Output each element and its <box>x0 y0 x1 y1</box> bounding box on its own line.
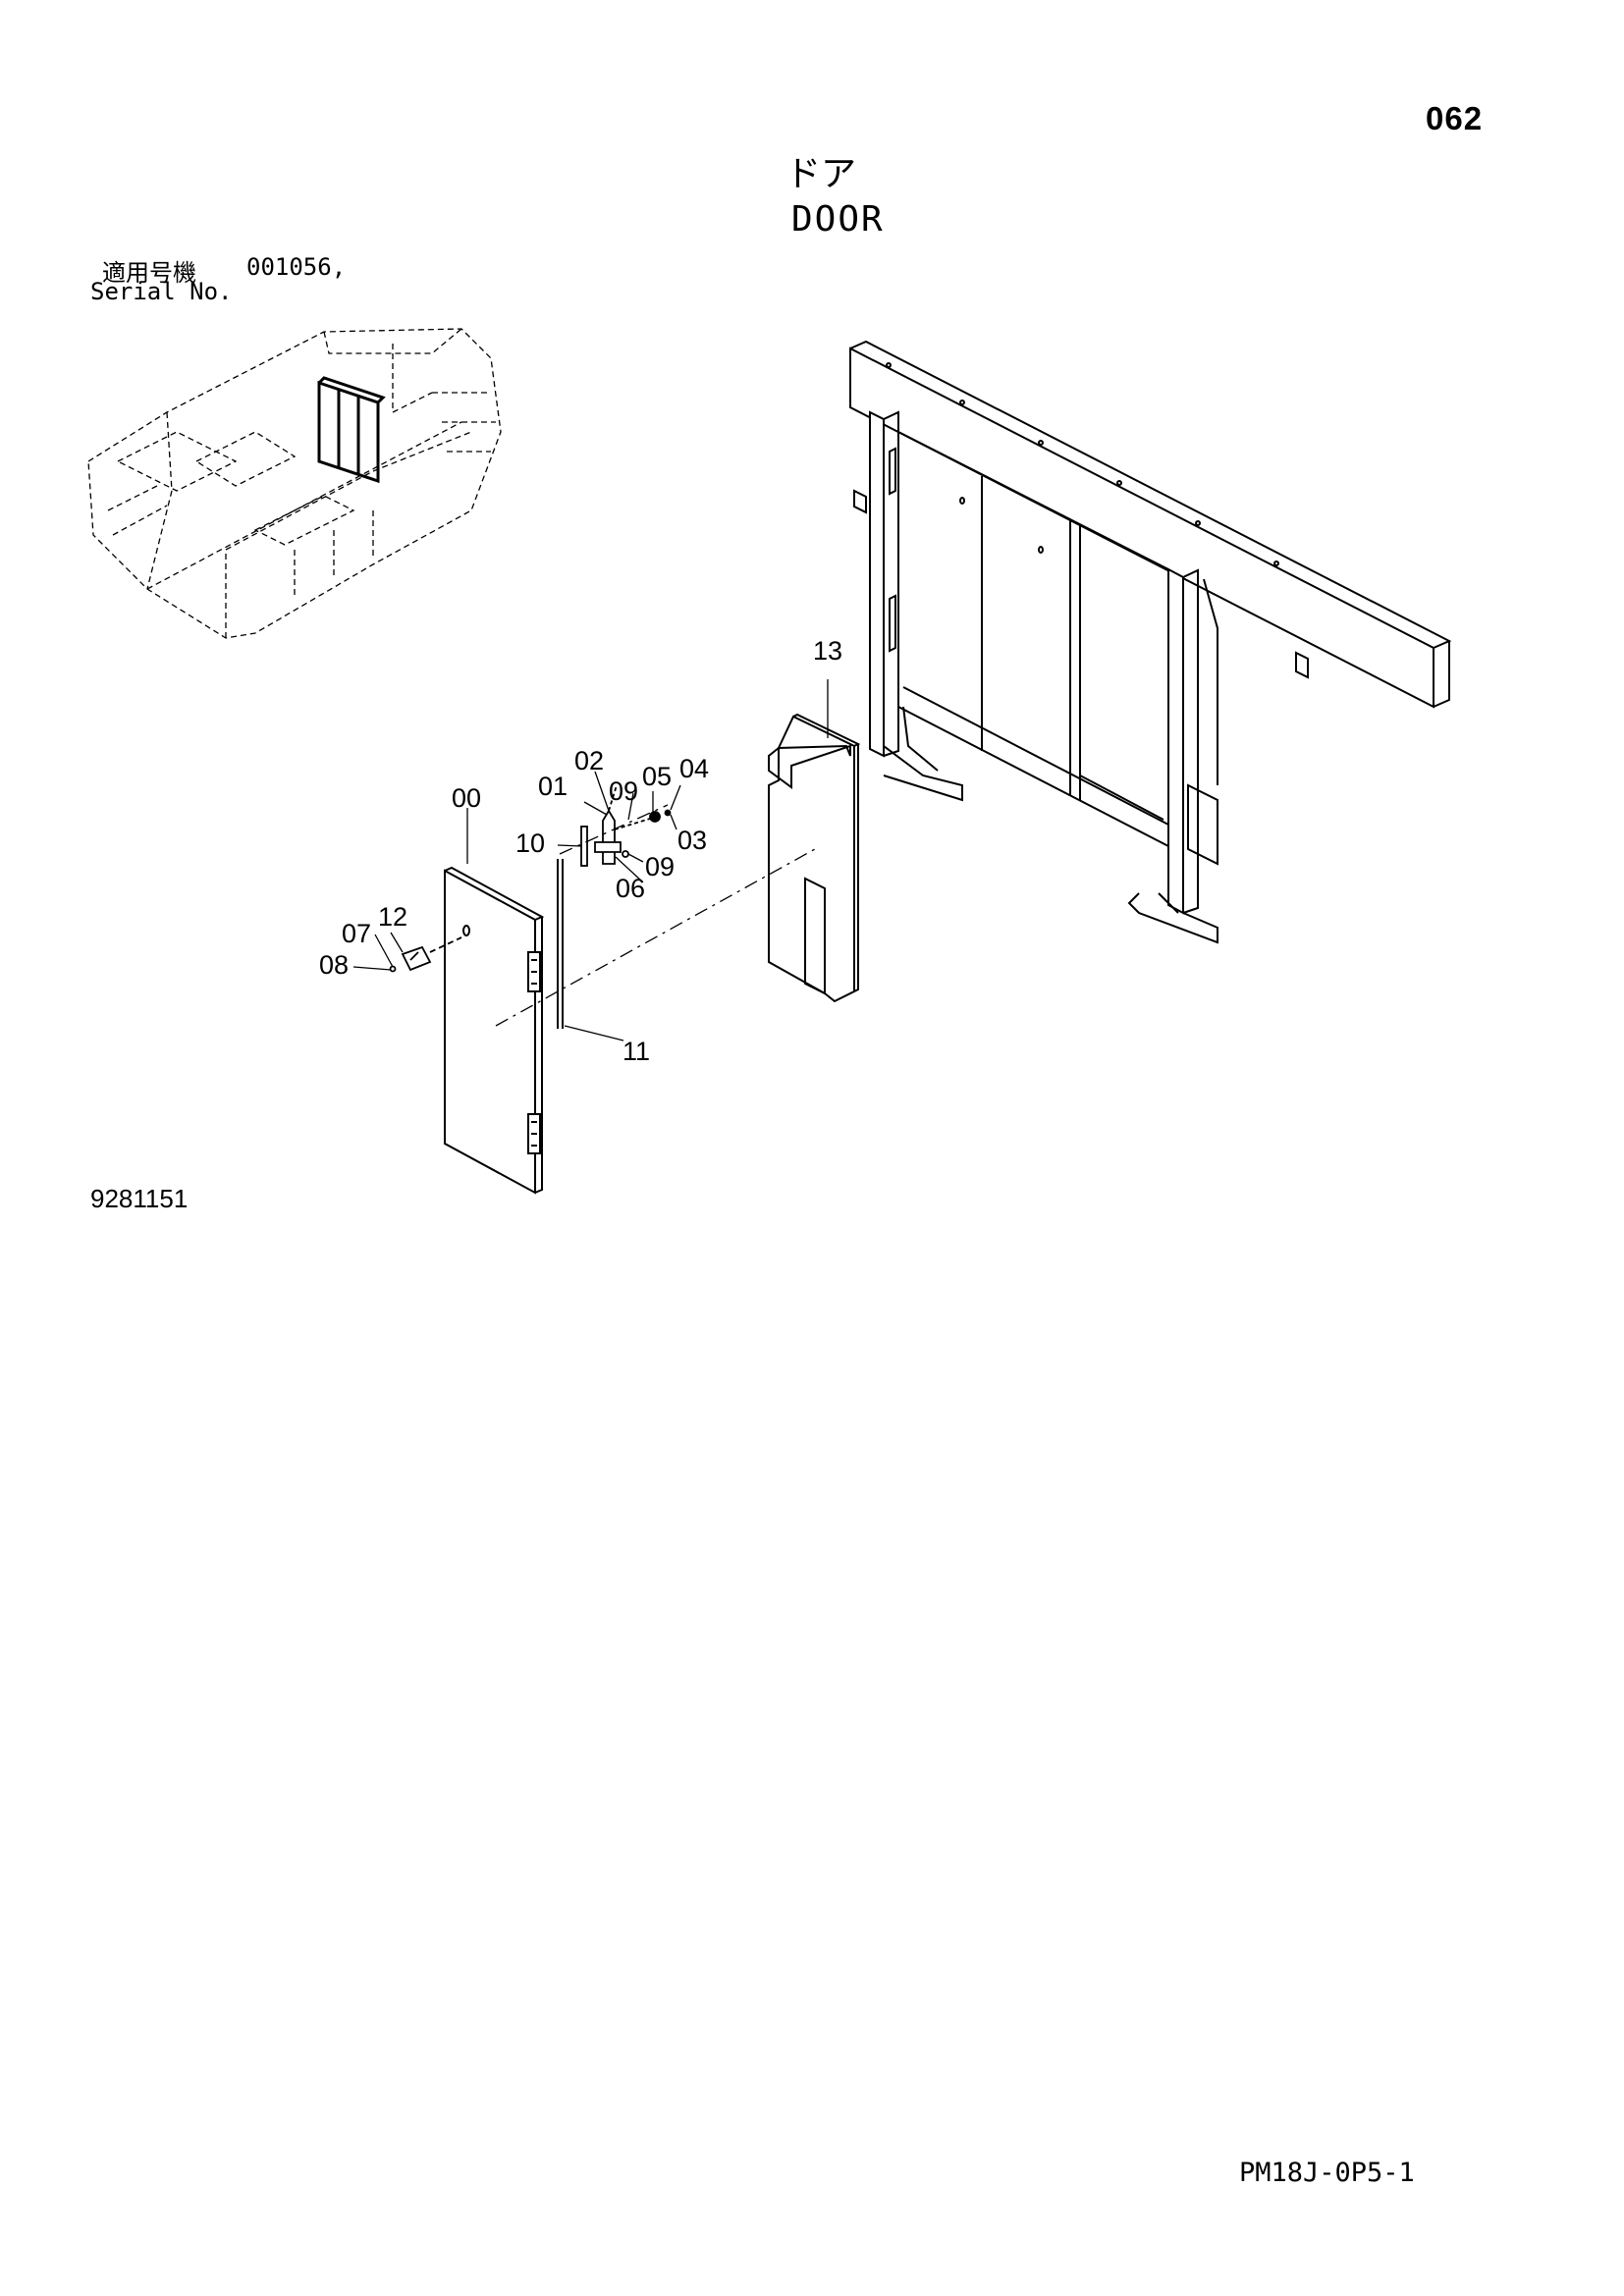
callout-10: 10 <box>515 828 545 858</box>
door-panel <box>444 866 545 1195</box>
callout-06: 06 <box>616 874 645 903</box>
callout-11: 11 <box>623 1037 650 1066</box>
callout-05: 05 <box>642 762 672 791</box>
callout-02: 02 <box>574 746 604 775</box>
weather-strip <box>557 859 564 1029</box>
callout-09a: 09 <box>609 776 638 806</box>
machine-location-thumbnail <box>87 328 502 639</box>
figure-number: 9281151 <box>90 1184 189 1213</box>
callout-04: 04 <box>679 754 709 783</box>
serial-label-japanese: 適用号機 <box>102 259 196 287</box>
callout-01: 01 <box>538 772 568 801</box>
callout-09b: 09 <box>645 852 675 881</box>
title-english: DOOR <box>791 199 885 240</box>
serial-number-value: 001056, <box>246 253 347 281</box>
callout-00: 00 <box>452 783 481 813</box>
frame-structure <box>849 340 1452 944</box>
page-number: 062 <box>1426 100 1484 136</box>
callout-03: 03 <box>677 826 707 855</box>
document-code: PM18J-0P5-1 <box>1239 2158 1415 2188</box>
callout-leaders <box>352 679 829 1041</box>
callout-12: 12 <box>378 902 407 932</box>
callout-13: 13 <box>813 636 842 666</box>
callout-08: 08 <box>319 950 349 980</box>
callout-07: 07 <box>342 919 371 948</box>
title-japanese: ドア <box>785 154 857 194</box>
serial-label-english: Serial No. <box>90 278 233 305</box>
filter-panel <box>768 713 861 1003</box>
highlighted-door-location <box>317 376 386 484</box>
latch-assembly <box>580 784 672 867</box>
